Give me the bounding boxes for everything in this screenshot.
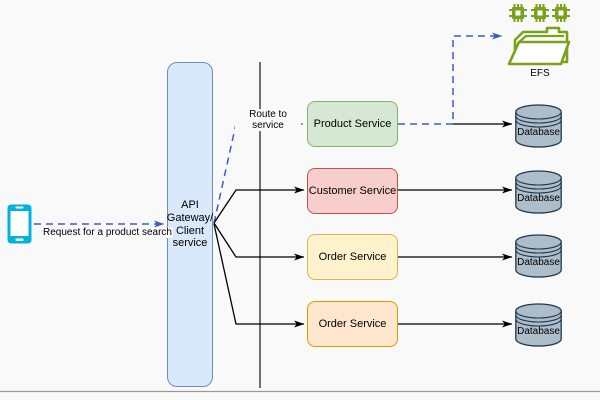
database-label: Database (517, 127, 560, 138)
database-node-4: Database (515, 302, 562, 347)
database-cylinder-icon (515, 234, 562, 278)
service-node-product: Product Service (307, 101, 398, 147)
edge-product-service-to-efs (398, 32, 503, 125)
database-cylinder-icon (515, 104, 562, 148)
edge-gateway-to-order-service-1 (213, 222, 305, 261)
edge-gateway-to-order-service-2 (213, 223, 305, 328)
database-cylinder-icon (515, 303, 562, 347)
service-label: Product Service (313, 118, 392, 130)
efs-folder-icon (507, 4, 571, 66)
request-edge-label: Request for a product search (42, 227, 173, 238)
database-cylinder-icon (515, 170, 562, 214)
api-gateway-node: API Gateway/ Client service (167, 62, 213, 387)
database-label: Database (517, 326, 560, 337)
database-node-3: Database (515, 233, 562, 278)
service-node-order-1: Order Service (307, 234, 398, 280)
route-edge-label: Route to service (235, 109, 301, 131)
service-label: Order Service (318, 318, 387, 330)
efs-label: EFS (530, 68, 550, 79)
service-label: Order Service (318, 251, 387, 263)
edge-gateway-to-product-service (213, 120, 304, 224)
service-node-customer: Customer Service (307, 168, 398, 214)
database-label: Database (517, 257, 560, 268)
smartphone-icon (6, 203, 33, 245)
service-label: Customer Service (308, 185, 397, 197)
database-node-1: Database (515, 103, 562, 148)
folder-icon (507, 26, 571, 66)
api-gateway-label: API Gateway/ Client service (166, 199, 214, 250)
chip-icon (509, 4, 570, 22)
database-label: Database (517, 193, 560, 204)
database-node-2: Database (515, 169, 562, 214)
efs-node: EFS (503, 2, 577, 82)
edge-gateway-to-customer-service (213, 186, 305, 224)
service-node-order-2: Order Service (307, 301, 398, 347)
